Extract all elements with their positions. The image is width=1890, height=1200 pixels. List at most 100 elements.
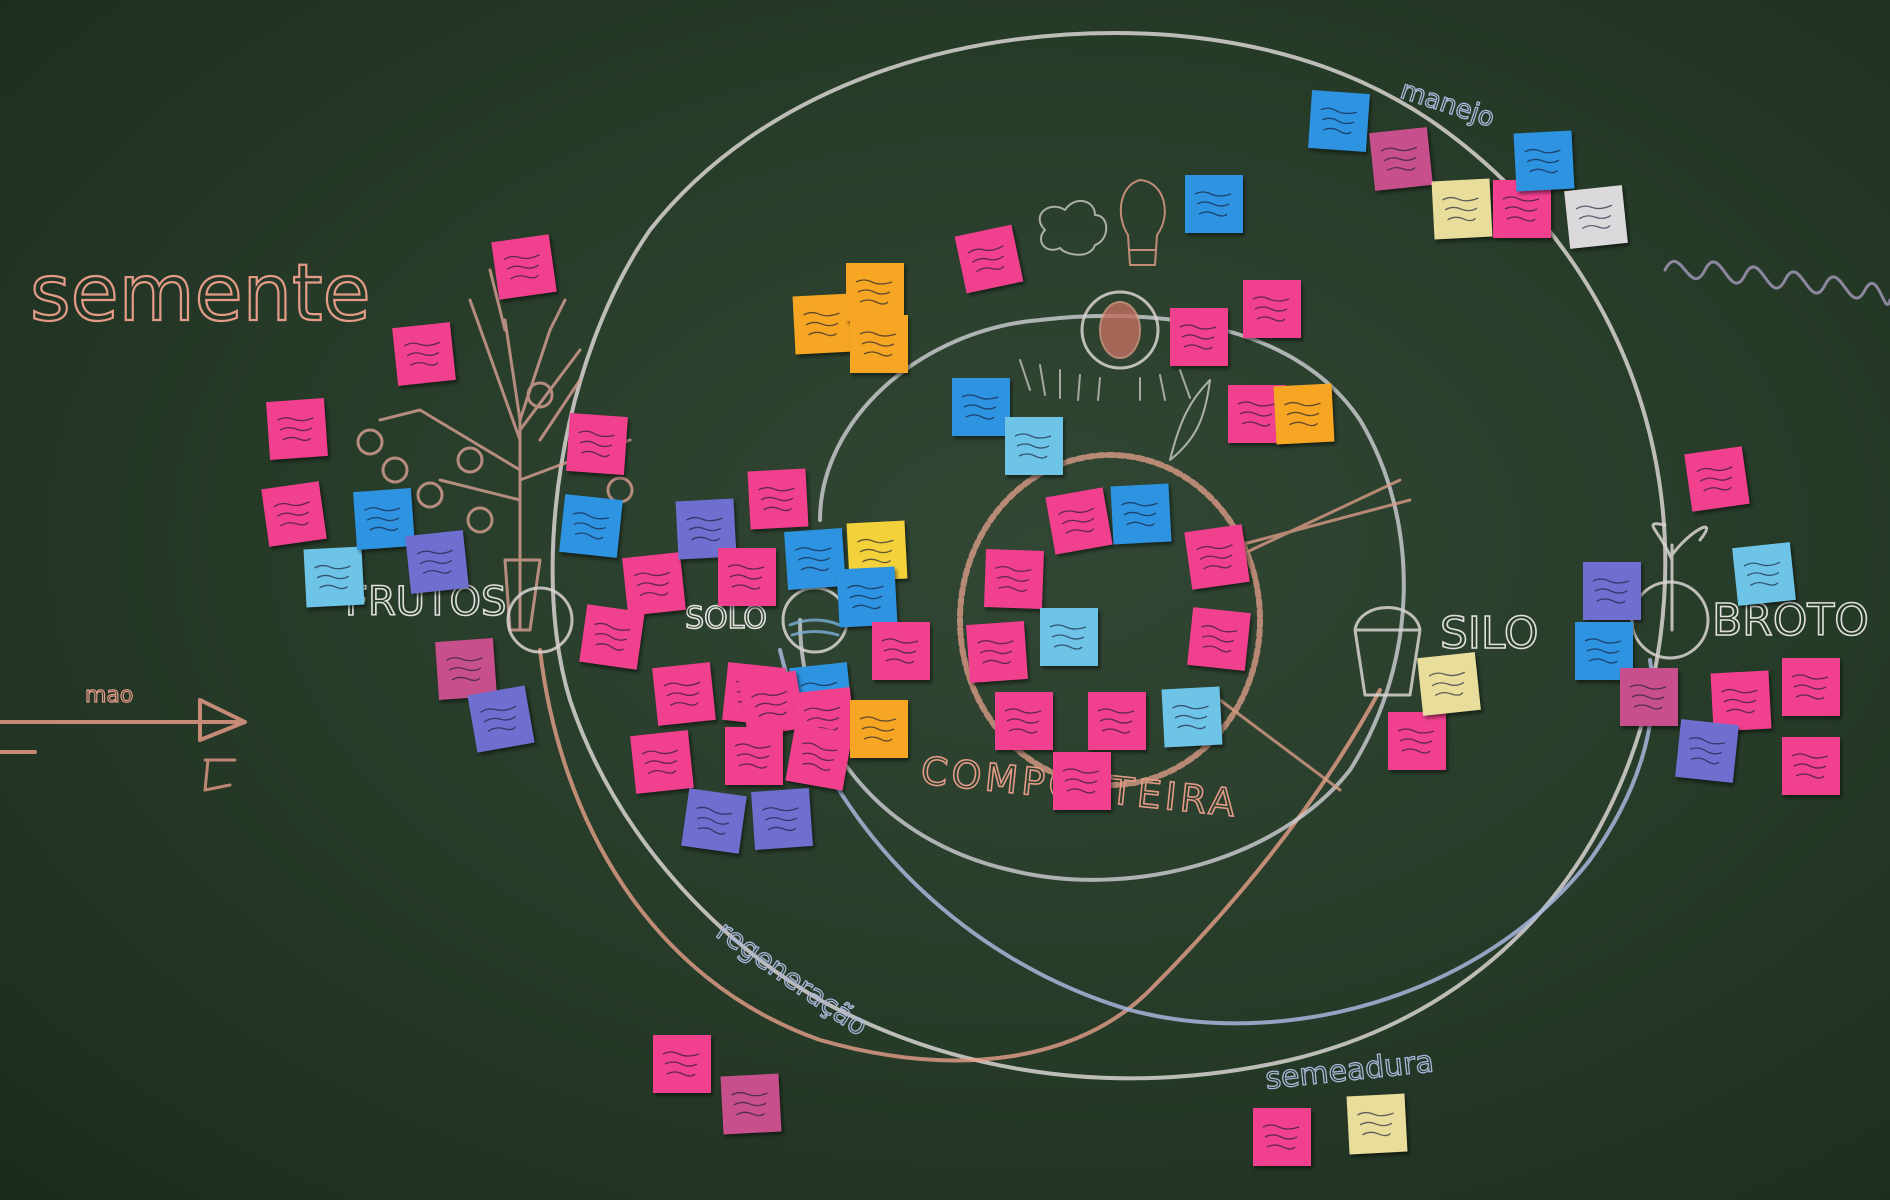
handwriting-scribble	[857, 538, 894, 564]
handwriting-scribble	[1196, 544, 1233, 570]
sticky-note	[675, 498, 737, 560]
handwriting-scribble	[1179, 324, 1217, 350]
sticky-note	[1045, 487, 1113, 555]
sticky-note	[1346, 1093, 1408, 1155]
sticky-note	[559, 494, 623, 558]
sticky-note	[718, 548, 776, 606]
seed-circle	[1080, 290, 1160, 370]
regeneration-loop	[538, 648, 1382, 1063]
label-mao: mao	[85, 683, 133, 708]
sticky-note	[846, 263, 904, 321]
handwriting-scribble	[1592, 578, 1630, 604]
sticky-note	[1253, 1108, 1311, 1166]
handwriting-scribble	[801, 742, 838, 771]
sticky-note	[392, 322, 456, 386]
handwriting-scribble	[1194, 191, 1232, 217]
leaf-drawing	[1169, 379, 1211, 461]
broto-pot	[1630, 580, 1710, 660]
handwriting-scribble	[1062, 768, 1100, 794]
sticky-note	[1710, 670, 1772, 732]
handwriting-scribble	[977, 640, 1014, 665]
handwriting-scribble	[1049, 624, 1087, 650]
sticky-note	[792, 293, 854, 355]
sticky-note	[1620, 668, 1678, 726]
sticky-note	[1110, 483, 1172, 545]
handwriting-scribble	[731, 1091, 768, 1117]
sticky-note	[630, 730, 694, 794]
handwriting-scribble	[1320, 107, 1357, 135]
handwriting-scribble	[1004, 708, 1042, 734]
handwriting-scribble	[1584, 638, 1622, 664]
sticky-note	[1185, 175, 1243, 233]
handwriting-scribble	[1721, 688, 1758, 714]
label-regeneracao: regeneração	[711, 914, 874, 1042]
sticky-note	[353, 488, 415, 550]
handwriting-scribble	[762, 807, 799, 832]
sticky-note	[266, 398, 328, 460]
sticky-note	[1782, 737, 1840, 795]
handwriting-scribble	[1357, 1111, 1394, 1137]
sticky-note	[303, 546, 365, 608]
handwriting-scribble	[734, 743, 772, 769]
sticky-note	[653, 1035, 711, 1093]
handwriting-scribble	[1428, 671, 1466, 697]
sticky-note	[1170, 308, 1228, 366]
handwriting-scribble	[696, 806, 733, 835]
sticky-note	[1273, 383, 1335, 445]
handwriting-scribble	[1058, 507, 1095, 534]
handwriting-scribble	[686, 516, 723, 542]
handwriting-scribble	[314, 564, 351, 590]
sticky-note	[1161, 686, 1223, 748]
sticky-note	[751, 788, 813, 850]
sticky-note	[1184, 524, 1250, 590]
sticky-note	[966, 621, 1028, 683]
handwriting-scribble	[416, 549, 454, 575]
label-solo: SOLO	[685, 601, 767, 636]
handwriting-scribble	[663, 681, 701, 707]
handwriting-scribble	[795, 547, 832, 572]
sticky-note	[785, 723, 853, 791]
sticky-note	[622, 552, 686, 616]
sticky-note	[566, 413, 628, 475]
sticky-note	[720, 1073, 782, 1135]
handwriting-scribble	[859, 331, 897, 357]
handwriting-scribble	[277, 417, 314, 442]
handwriting-scribble	[572, 512, 610, 540]
handwriting-scribble	[803, 311, 840, 337]
sticky-note	[1243, 280, 1301, 338]
handwriting-scribble	[503, 254, 540, 280]
sticky-note	[1088, 692, 1146, 750]
handwriting-scribble	[1575, 204, 1613, 230]
sticky-note	[1308, 90, 1370, 152]
handwriting-scribble	[1502, 196, 1540, 222]
label-manejo: manejo	[1397, 75, 1498, 133]
handwriting-scribble	[1097, 708, 1135, 734]
sticky-note	[725, 727, 783, 785]
handwriting-scribble	[1524, 148, 1561, 174]
sticky-note	[1040, 608, 1098, 666]
sticky-note	[784, 528, 846, 590]
handwriting-scribble	[751, 690, 788, 717]
handwriting-scribble	[855, 279, 893, 305]
handwriting-scribble	[1200, 625, 1238, 653]
sticky-note	[1417, 652, 1481, 716]
handwriting-scribble	[1014, 433, 1052, 459]
handwriting-scribble	[364, 507, 401, 532]
sticky-note	[846, 520, 908, 582]
silo-bucket	[1353, 606, 1422, 697]
sticky-note	[1053, 752, 1111, 810]
bulb-drawing	[1119, 179, 1166, 266]
mao-arrow	[0, 698, 247, 754]
sticky-note	[1782, 658, 1840, 716]
middle-circle	[798, 314, 1406, 882]
sticky-note	[1583, 562, 1641, 620]
handwriting-scribble	[758, 486, 795, 512]
sticky-note	[836, 566, 898, 628]
handwriting-scribble	[859, 716, 897, 742]
sticky-note	[1732, 542, 1796, 606]
label-semeadura: semeadura	[1264, 1044, 1436, 1096]
squiggle-decoration	[1663, 260, 1890, 306]
handwriting-scribble	[995, 565, 1032, 592]
sticky-note	[995, 692, 1053, 750]
